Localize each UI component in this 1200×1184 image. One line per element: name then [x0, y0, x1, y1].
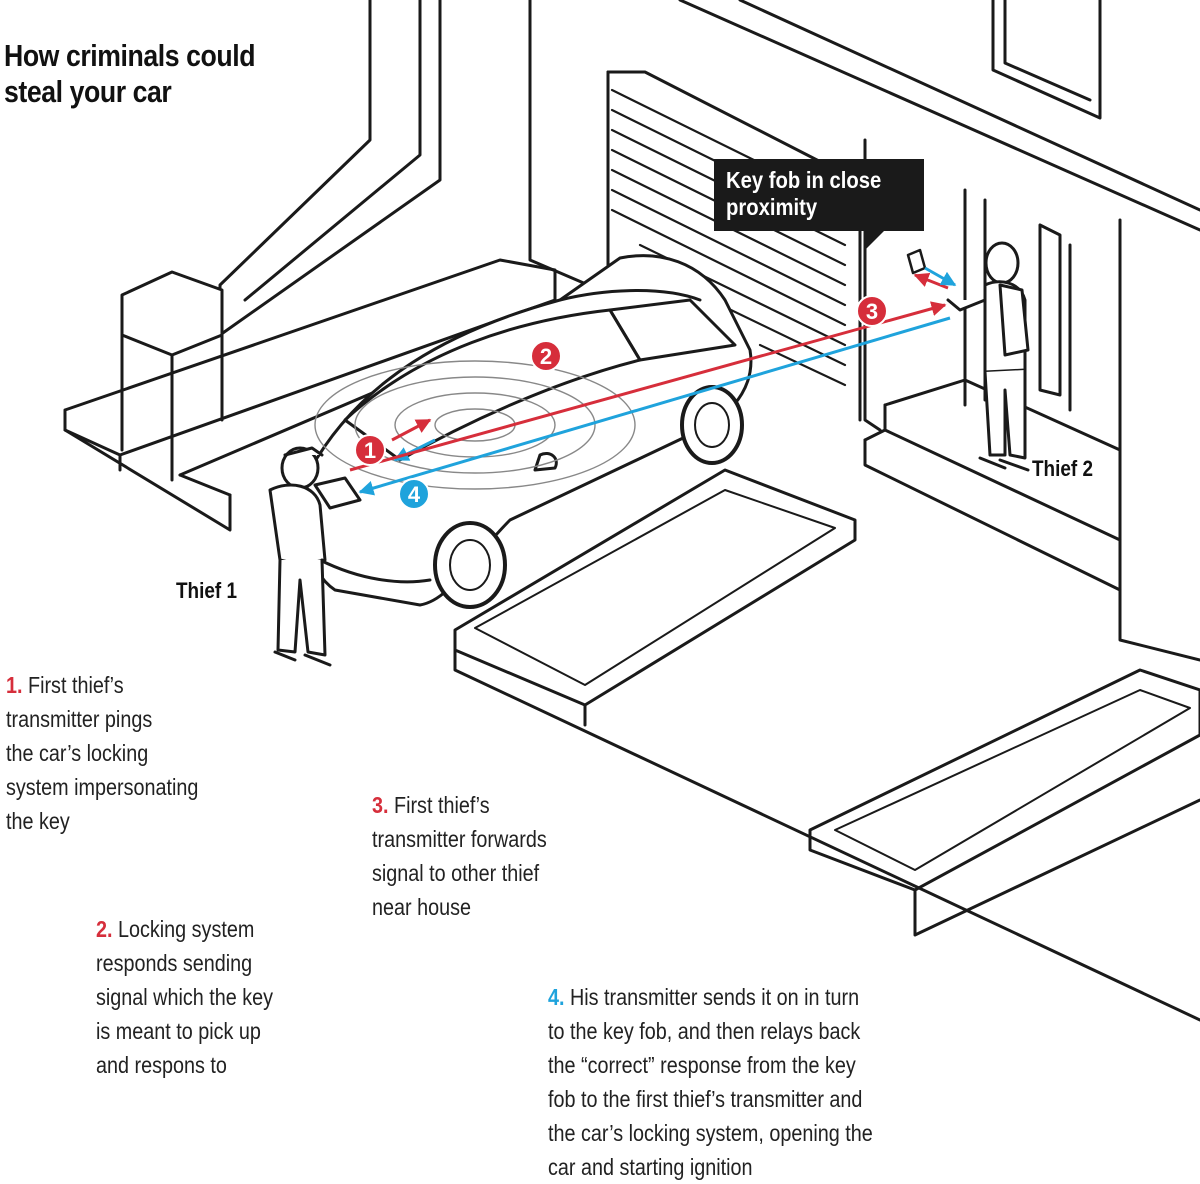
- arrow-step-3-long: [349, 301, 947, 472]
- arrow-fob-red: [913, 272, 949, 290]
- thief-1-figure: [268, 446, 362, 667]
- marker-4: 4: [398, 478, 430, 510]
- callout-line-2: proximity: [726, 194, 818, 220]
- page-title: How criminals could steal your car: [4, 38, 256, 109]
- svg-text:1: 1: [364, 438, 376, 463]
- marker-3: 3: [856, 295, 888, 327]
- step-1-number: 1.: [6, 672, 23, 698]
- step-2-text: 2. Locking system responds sending signa…: [96, 916, 274, 1078]
- key-fob: [906, 248, 927, 275]
- step-2-number: 2.: [96, 916, 113, 942]
- front-steps: [863, 378, 1122, 592]
- signal-arrows: [349, 266, 957, 496]
- marker-2: 2: [530, 340, 562, 372]
- paving-slabs: [453, 468, 1200, 1022]
- callout-line-1: Key fob in close: [726, 167, 882, 193]
- svg-text:4: 4: [408, 482, 421, 507]
- arrow-step-1: [391, 418, 432, 442]
- marker-1: 1: [354, 434, 386, 466]
- step-4-number: 4.: [548, 984, 565, 1010]
- garden-wall: [120, 0, 442, 482]
- thief-2-figure: [946, 241, 1030, 472]
- svg-text:3: 3: [866, 299, 878, 324]
- arrow-fob-blue: [924, 266, 957, 287]
- thief-2-label: Thief 2: [1032, 456, 1093, 481]
- arrow-step-4-long: [358, 316, 951, 496]
- step-markers: 1 2 3 4: [354, 295, 888, 510]
- house: [528, 0, 1200, 662]
- key-fob-callout: Key fob in close proximity: [714, 159, 924, 251]
- svg-text:2: 2: [540, 344, 552, 369]
- step-3-text: 3. First thief’s transmitter forwards si…: [372, 792, 547, 920]
- step-1-text: 1. First thief’s transmitter pings the c…: [6, 672, 199, 834]
- thief-1-label: Thief 1: [176, 578, 237, 603]
- step-4-text: 4. His transmitter sends it on in turn t…: [548, 984, 873, 1180]
- step-3-number: 3.: [372, 792, 389, 818]
